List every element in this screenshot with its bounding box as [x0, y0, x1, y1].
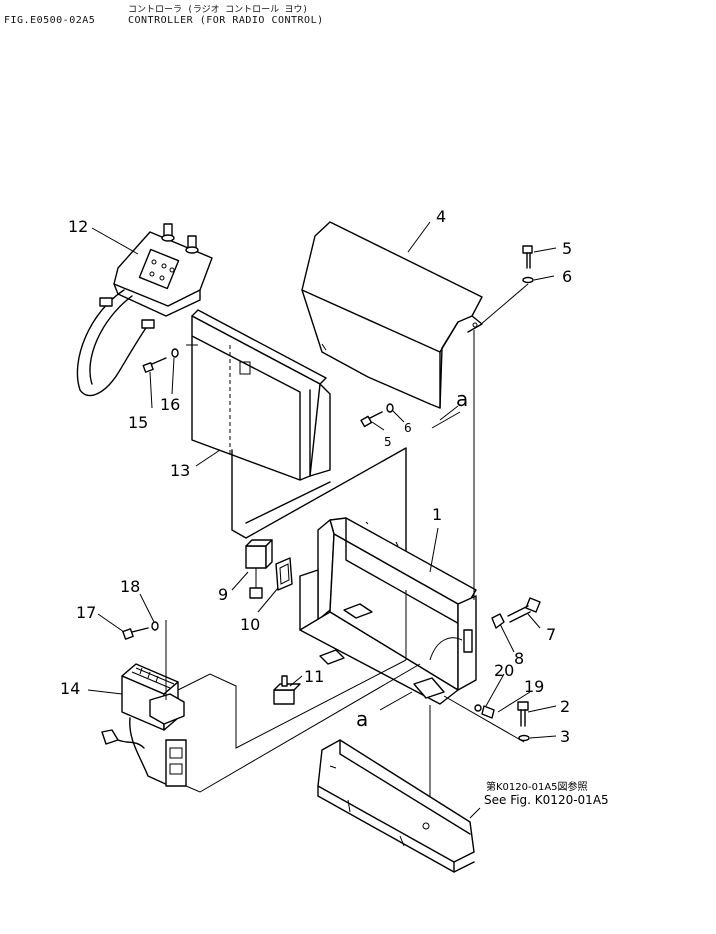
wire-harness: [177, 659, 407, 749]
wire-harness: [185, 663, 421, 793]
frame-reference: [317, 739, 475, 873]
reference-a-lower: a: [356, 707, 368, 731]
callout-2: 2: [560, 697, 570, 716]
part-cover: [301, 221, 483, 409]
reference-note-jp: 第K0120-01A5図参照: [486, 780, 588, 793]
radio-remote: [76, 223, 213, 397]
bracket-outline: [231, 447, 407, 591]
callout-18: 18: [120, 577, 140, 596]
callout-7: 7: [546, 625, 556, 644]
controller-box: [186, 309, 331, 481]
reference-a-upper: a: [456, 387, 468, 411]
callout-6: 6: [562, 267, 572, 286]
callout-12: 12: [68, 217, 88, 236]
bolt-lower: [474, 701, 530, 742]
callout-5-cover: 5: [384, 435, 392, 449]
small-plate: [275, 557, 293, 591]
relay: [245, 539, 273, 599]
callout-20: 20: [494, 661, 514, 680]
plate-edge: [245, 481, 331, 524]
callout-leaders: [87, 221, 557, 819]
toggle-switch: [273, 675, 301, 705]
callout-6-cover: 6: [404, 421, 412, 435]
callout-3: 3: [560, 727, 570, 746]
callout-1: 1: [432, 505, 442, 524]
bolt-cover: [360, 403, 394, 428]
receiver-unit: [101, 663, 187, 787]
reference-note-en: See Fig. K0120-01A5: [484, 793, 609, 807]
bolt-box: [142, 348, 179, 373]
guide-line: [443, 695, 525, 743]
callout-14: 14: [60, 679, 80, 698]
callout-15: 15: [128, 413, 148, 432]
callout-8: 8: [514, 649, 524, 668]
leader: [479, 283, 529, 326]
title-english: CONTROLLER (FOR RADIO CONTROL): [128, 15, 324, 26]
callout-17: 17: [76, 603, 96, 622]
callout-13: 13: [170, 461, 190, 480]
callout-19: 19: [524, 677, 544, 696]
title-japanese: コントローラ (ラジオ コントロール ヨウ): [128, 5, 308, 15]
callout-16: 16: [160, 395, 180, 414]
callout-9: 9: [218, 585, 228, 604]
bolt-right: [491, 597, 541, 629]
callout-5: 5: [562, 239, 572, 258]
main-bracket: [299, 517, 477, 705]
figure-id: FIG.E0500-02A5: [4, 15, 96, 26]
bolt-receiver: [122, 621, 159, 640]
callout-4: 4: [436, 207, 446, 226]
callout-10: 10: [240, 615, 260, 634]
washer-upper: [522, 276, 534, 284]
bolt-upper: [522, 245, 533, 269]
callout-11: 11: [304, 667, 324, 686]
